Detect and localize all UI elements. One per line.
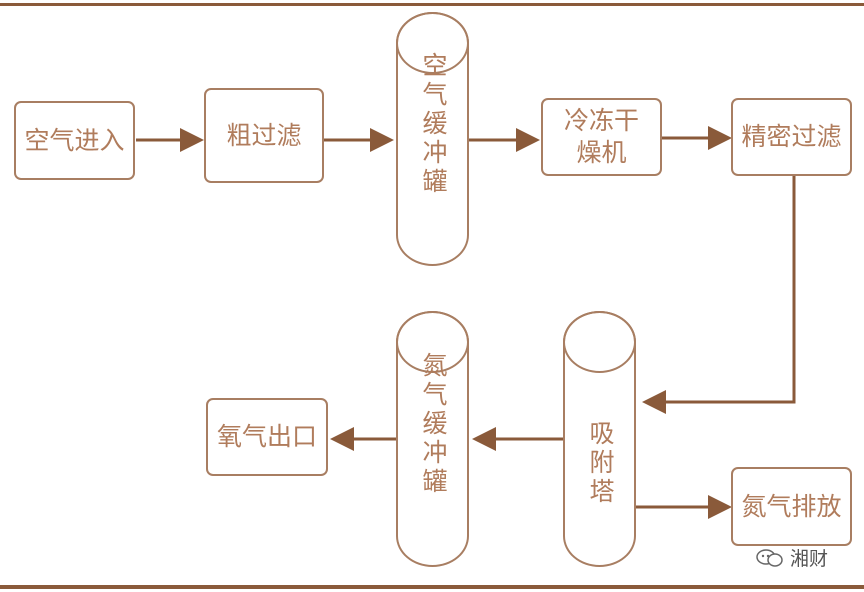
node-air-in-label: 空气进入	[24, 125, 125, 155]
node-precision-filter-label: 精密过滤	[741, 122, 842, 151]
watermark-text: 湘财	[790, 548, 829, 570]
node-coarse-filter: 粗过滤	[204, 88, 324, 183]
node-air-in: 空气进入	[14, 101, 135, 180]
top-rule	[0, 3, 864, 6]
node-oxygen-out-label: 氧气出口	[216, 422, 317, 451]
oxygen-buffer-tank-top	[396, 311, 469, 373]
node-adsorption-tower-label: 吸附塔	[586, 420, 615, 507]
node-refrigerated-dryer: 冷冻干燥机	[541, 98, 662, 176]
node-air-buffer-tank-label: 空气缓冲罐	[419, 52, 448, 197]
arrow-filter-to-tower	[642, 176, 796, 414]
node-precision-filter: 精密过滤	[731, 98, 852, 176]
node-nitrogen-vent: 氮气排放	[731, 467, 852, 546]
watermark: 湘财	[756, 544, 828, 571]
node-oxygen-buffer-tank-label: 氮气缓冲罐	[419, 352, 448, 497]
chat-bubbles-icon	[756, 548, 783, 567]
node-oxygen-out: 氧气出口	[206, 398, 328, 476]
node-refrigerated-dryer-label: 冷冻干燥机	[563, 106, 639, 167]
node-nitrogen-vent-label: 氮气排放	[741, 491, 842, 521]
adsorption-tower-top	[563, 311, 636, 373]
air-buffer-tank-top	[396, 12, 469, 74]
bottom-rule	[0, 585, 864, 589]
node-coarse-filter-label: 粗过滤	[226, 120, 302, 150]
